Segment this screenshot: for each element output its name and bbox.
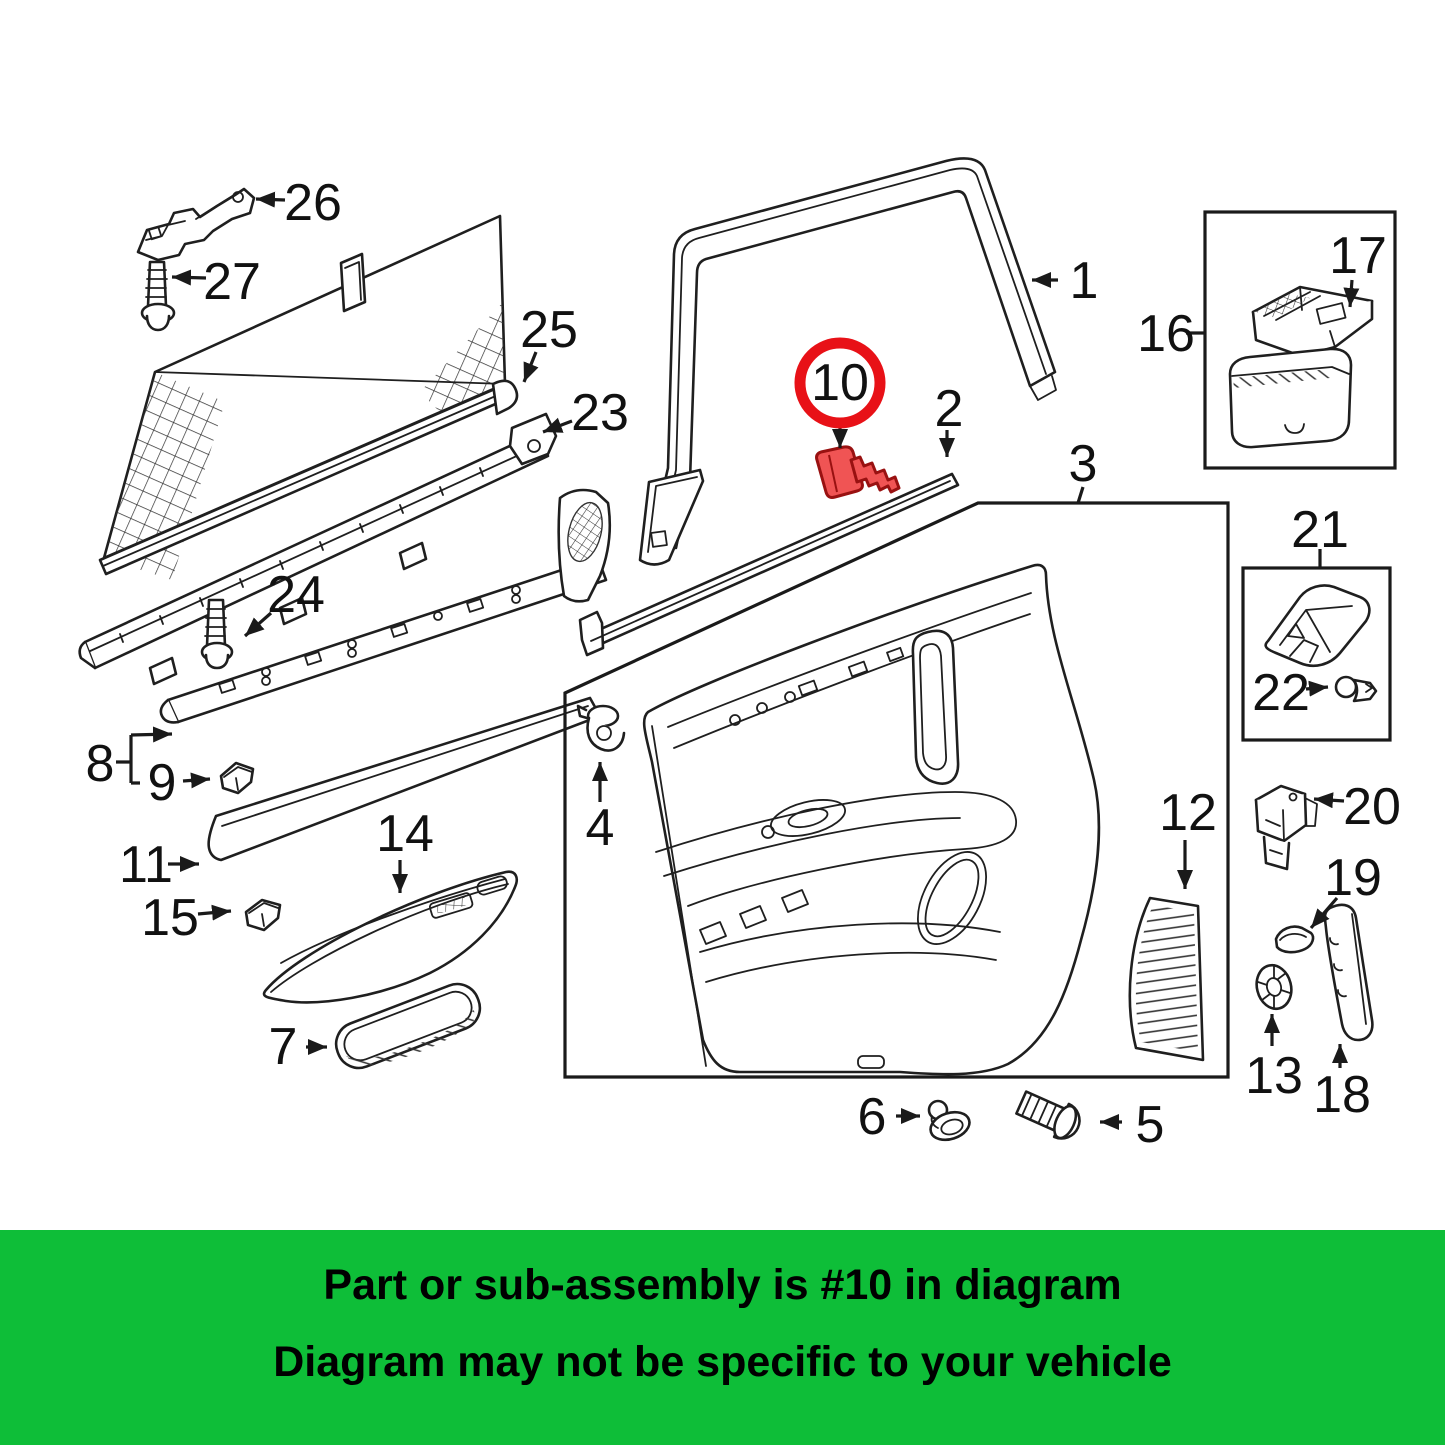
part-label-9: 9 bbox=[148, 754, 177, 812]
part-label-20: 20 bbox=[1343, 778, 1401, 836]
part-12-speaker-grille bbox=[1128, 896, 1205, 1062]
callout-arrows bbox=[116, 191, 1360, 1130]
caption-banner: Part or sub-assembly is #10 in diagram D… bbox=[0, 1230, 1445, 1445]
part-label-2: 2 bbox=[935, 380, 964, 438]
part-9-clip bbox=[219, 761, 255, 795]
part-label-18: 18 bbox=[1313, 1066, 1371, 1124]
part-1-window-frame-seal bbox=[648, 157, 1057, 550]
door-panel-box bbox=[563, 501, 1230, 1079]
part-24-screw bbox=[200, 598, 234, 670]
part-label-26: 26 bbox=[284, 174, 342, 232]
part-6-clip bbox=[927, 1099, 971, 1142]
caption-line-1: Part or sub-assembly is #10 in diagram bbox=[323, 1261, 1122, 1309]
exploded-parts-diagram: 1 2 3 4 5 6 7 8 9 10 11 12 13 14 15 16 1… bbox=[78, 157, 1401, 1154]
callout-labels: 1 2 3 4 5 6 7 8 9 10 11 12 13 14 15 16 1… bbox=[86, 174, 1401, 1154]
inset-box-16 bbox=[1203, 210, 1397, 470]
part-4-clip bbox=[576, 704, 626, 752]
part-20-window-switch bbox=[1254, 784, 1318, 871]
part-26-bracket bbox=[136, 187, 256, 262]
part-8-mounting-strip bbox=[159, 556, 608, 724]
part-label-27: 27 bbox=[203, 253, 261, 311]
part-label-1: 1 bbox=[1070, 252, 1099, 310]
tweeter-panel bbox=[557, 488, 612, 603]
part-19-cap bbox=[1274, 925, 1315, 954]
part-21-lamp-housing bbox=[1264, 584, 1371, 667]
part-27-screw bbox=[140, 260, 176, 332]
part-2-belt-molding bbox=[578, 472, 960, 657]
part-7-trim-ring bbox=[334, 982, 482, 1070]
part-label-11: 11 bbox=[119, 836, 173, 894]
sail-panel bbox=[638, 468, 705, 566]
part-label-15: 15 bbox=[141, 889, 199, 947]
part-11-trim-strip bbox=[207, 696, 602, 862]
part-label-19: 19 bbox=[1324, 849, 1382, 907]
caption-line-2: Diagram may not be specific to your vehi… bbox=[273, 1338, 1172, 1387]
part-label-13: 13 bbox=[1245, 1047, 1303, 1105]
part-label-16: 16 bbox=[1137, 305, 1195, 363]
part-label-17: 17 bbox=[1329, 227, 1387, 285]
part-13-grommet bbox=[1255, 963, 1293, 1011]
part-label-6: 6 bbox=[858, 1088, 887, 1146]
part-22-bulb bbox=[1334, 675, 1378, 703]
highlight-circle bbox=[794, 337, 886, 429]
part-25-sunshade bbox=[98, 214, 519, 580]
part-label-5: 5 bbox=[1136, 1096, 1165, 1154]
part-17-tray bbox=[1251, 285, 1374, 358]
part-label-14: 14 bbox=[376, 805, 434, 863]
part-label-21: 21 bbox=[1291, 501, 1349, 559]
part-16-storage-bin bbox=[1228, 347, 1353, 449]
part-label-8: 8 bbox=[86, 735, 115, 793]
part-label-24: 24 bbox=[267, 566, 325, 624]
part-label-3: 3 bbox=[1069, 435, 1098, 493]
part-label-25: 25 bbox=[520, 301, 578, 359]
inset-box-21 bbox=[1241, 566, 1392, 742]
part-18-trim-strip bbox=[1323, 903, 1374, 1042]
part-label-4: 4 bbox=[586, 799, 615, 857]
part-14-armrest bbox=[262, 870, 518, 1004]
part-5-screw bbox=[1015, 1090, 1081, 1140]
part-label-12: 12 bbox=[1159, 784, 1217, 842]
part-label-10: 10 bbox=[811, 354, 869, 412]
part-label-22: 22 bbox=[1252, 664, 1310, 722]
part-label-23: 23 bbox=[571, 384, 629, 442]
part-label-7: 7 bbox=[269, 1018, 298, 1076]
part-15-clip bbox=[244, 898, 282, 932]
part-10-screw-highlighted bbox=[815, 445, 901, 499]
part-3-door-trim-panel bbox=[642, 563, 1101, 1076]
